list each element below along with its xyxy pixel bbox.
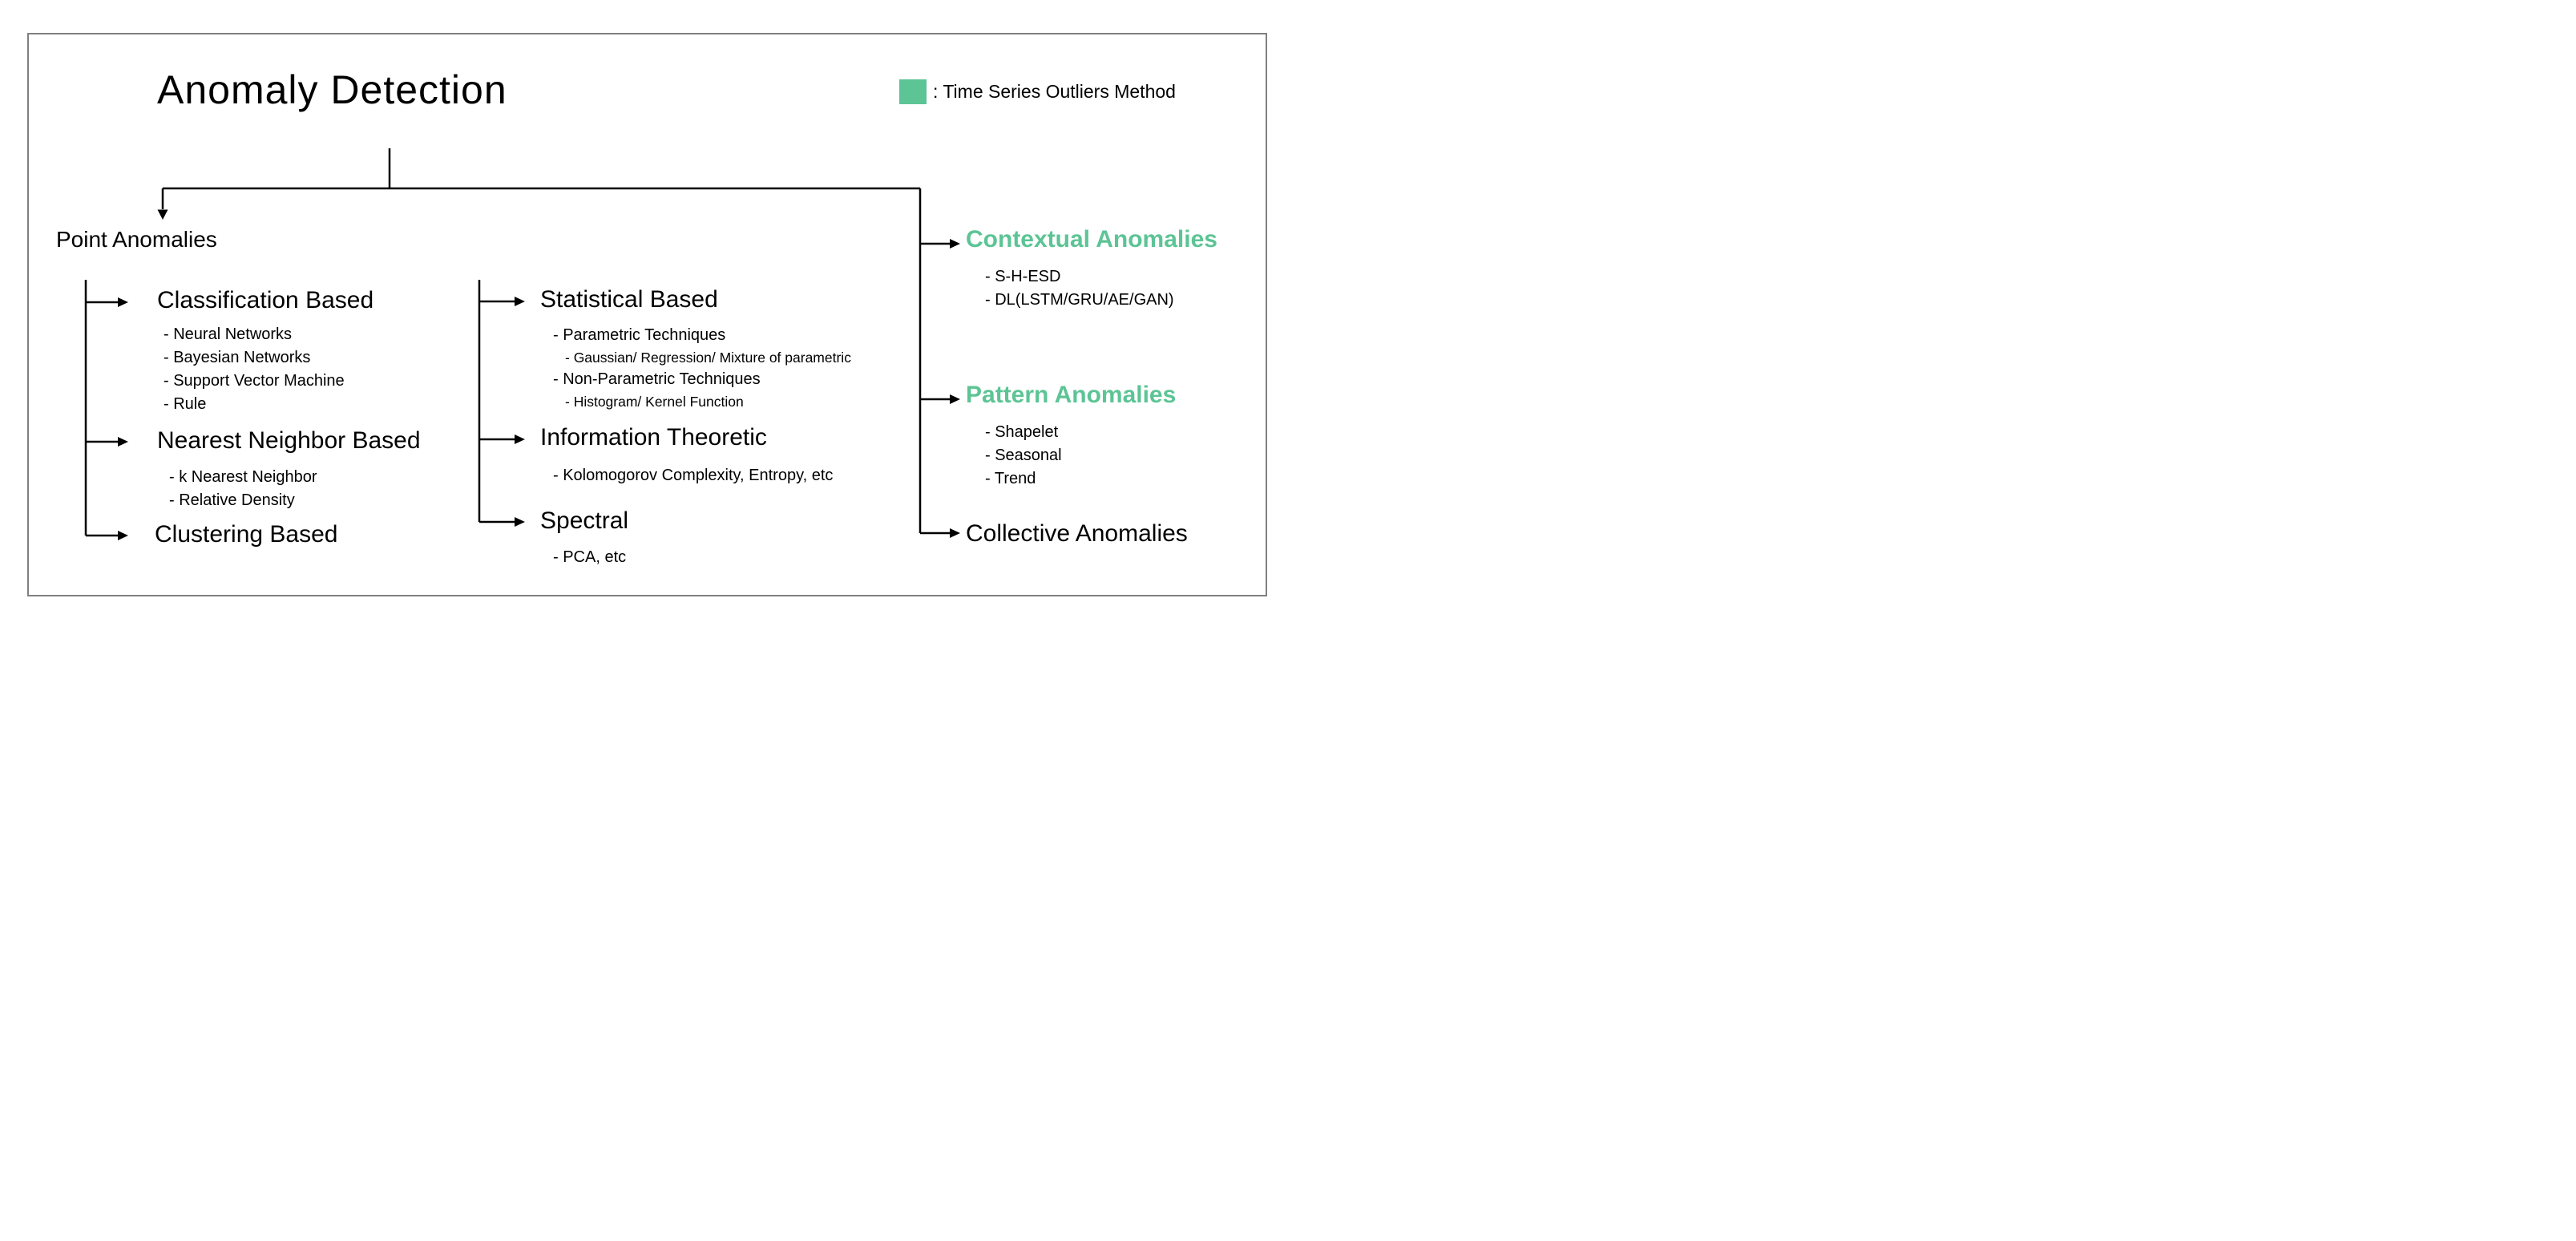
slide: Anomaly Detection : Time Series Outliers… bbox=[0, 0, 1288, 620]
tree-item: - Non-Parametric Techniques bbox=[553, 370, 761, 388]
node-collective-anomalies: Collective Anomalies bbox=[966, 520, 1188, 547]
tree-item: - Bayesian Networks bbox=[164, 349, 311, 366]
node-information-theoretic: Information Theoretic bbox=[540, 424, 767, 451]
nearest-neighbor-items: - k Nearest Neighbor - Relative Density bbox=[169, 466, 317, 512]
tree-item: - Neural Networks bbox=[164, 325, 293, 343]
tree-item: - DL(LSTM/GRU/AE/GAN) bbox=[985, 291, 1174, 309]
tree-item: - Seasonal bbox=[985, 447, 1062, 464]
pattern-items: - Shapelet - Seasonal - Trend bbox=[985, 421, 1062, 491]
tree-item: - Gaussian/ Regression/ Mixture of param… bbox=[565, 349, 851, 366]
legend: : Time Series Outliers Method bbox=[899, 79, 1176, 104]
node-clustering-based: Clustering Based bbox=[155, 521, 338, 548]
tree-item: - S-H-ESD bbox=[985, 268, 1061, 285]
tree-item: - Trend bbox=[985, 470, 1036, 487]
tree-item: - k Nearest Neighbor bbox=[169, 468, 317, 486]
tree-item: - Shapelet bbox=[985, 423, 1059, 441]
node-contextual-anomalies: Contextual Anomalies bbox=[966, 226, 1217, 253]
legend-swatch-icon bbox=[899, 79, 927, 104]
tree-item: - Relative Density bbox=[169, 491, 295, 509]
node-nearest-neighbor-based: Nearest Neighbor Based bbox=[157, 427, 421, 454]
connector-lines bbox=[84, 148, 960, 540]
tree-item: - Support Vector Machine bbox=[164, 372, 345, 390]
tree-item: - Parametric Techniques bbox=[553, 326, 726, 344]
information-theoretic-items: - Kolomogorov Complexity, Entropy, etc bbox=[553, 464, 833, 487]
node-point-anomalies: Point Anomalies bbox=[56, 227, 217, 252]
statistical-items: - Parametric Techniques - Gaussian/ Regr… bbox=[553, 325, 851, 413]
spectral-items: - PCA, etc bbox=[553, 546, 626, 569]
page-title: Anomaly Detection bbox=[157, 67, 507, 112]
node-pattern-anomalies: Pattern Anomalies bbox=[966, 382, 1177, 408]
node-statistical-based: Statistical Based bbox=[540, 286, 718, 313]
tree-item: - Rule bbox=[164, 395, 207, 413]
node-spectral: Spectral bbox=[540, 507, 629, 534]
contextual-items: - S-H-ESD - DL(LSTM/GRU/AE/GAN) bbox=[985, 265, 1174, 312]
classification-items: - Neural Networks - Bayesian Networks - … bbox=[164, 323, 345, 416]
legend-label: : Time Series Outliers Method bbox=[933, 81, 1176, 102]
diagram-border-frame bbox=[27, 33, 1267, 596]
tree-item: - PCA, etc bbox=[553, 548, 627, 566]
tree-item: - Histogram/ Kernel Function bbox=[565, 393, 744, 410]
node-classification-based: Classification Based bbox=[157, 287, 374, 313]
tree-item: - Kolomogorov Complexity, Entropy, etc bbox=[553, 467, 834, 484]
